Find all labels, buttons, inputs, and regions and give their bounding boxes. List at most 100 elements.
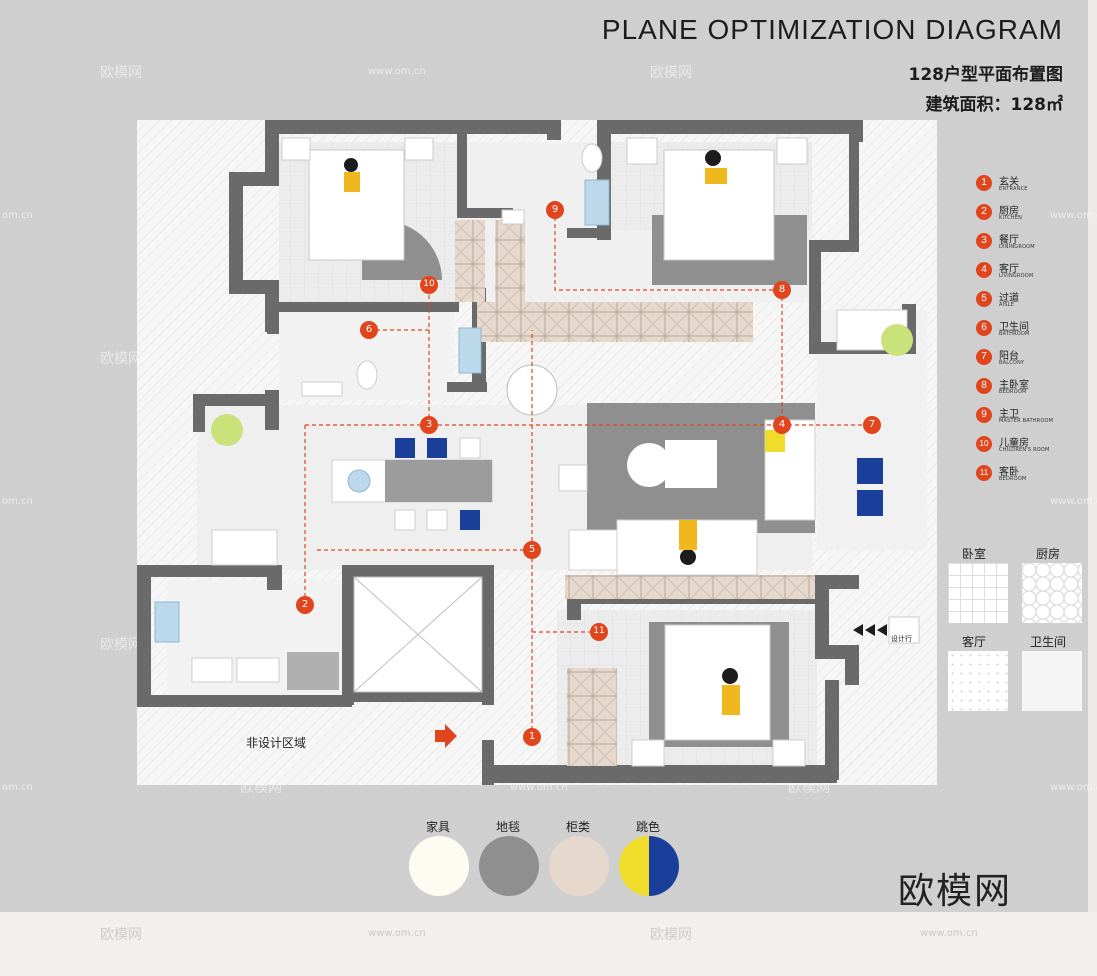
- legend-label-en: ENTRANCE: [999, 186, 1028, 192]
- legend-label-cn: 阳台: [999, 351, 1019, 362]
- design-line-label: 设计行: [891, 635, 912, 643]
- swatch-bedroom-tile: [948, 563, 1008, 623]
- marker-1: [523, 728, 541, 746]
- furniture: [154, 137, 920, 767]
- legend-label-cn: 主卫: [999, 409, 1019, 420]
- material-label-cabinet: 柜类: [566, 820, 591, 834]
- legend-label-en: KITCHEN: [999, 215, 1023, 221]
- legend-number: 2: [976, 204, 992, 220]
- legend-number: 4: [976, 262, 992, 278]
- building-area: 建筑面积：128㎡: [925, 95, 1064, 115]
- legend-item: 11 客卧 BEDROOM: [976, 463, 1086, 493]
- room-markers: [296, 201, 881, 746]
- page-subtitle: 128户型平面布置图: [908, 65, 1064, 85]
- watermark-logo: 欧模网: [650, 65, 692, 81]
- bottom-strip: [0, 912, 1097, 976]
- marker-11: [590, 623, 608, 641]
- floor-plan: [137, 120, 937, 785]
- legend-number: 7: [976, 349, 992, 365]
- legend-number: 11: [976, 465, 992, 481]
- legend-label-cn: 主卧室: [999, 380, 1029, 391]
- walls: [137, 120, 916, 785]
- swatch-bathroom-plain: [1022, 651, 1082, 711]
- legend-label-en: DININGROOM: [999, 244, 1035, 250]
- non-design-area-label: 非设计区域: [246, 736, 307, 750]
- plant-balcony: [881, 324, 913, 356]
- watermark-url: om.cn: [2, 496, 33, 507]
- material-label-furniture: 家具: [426, 820, 451, 834]
- watermark-url: www.om.cn: [920, 928, 978, 939]
- legend-item: 7 阳台 BALCONY: [976, 347, 1086, 377]
- watermark-logo: 欧模网: [100, 351, 142, 367]
- legend-label-cn: 餐厅: [999, 235, 1019, 246]
- marker-9-number: 9: [551, 204, 559, 215]
- material-furniture-circle: [409, 836, 469, 896]
- legend-item: 10 儿童房 CHILDREN'S ROOM: [976, 434, 1086, 464]
- swatch-label-kitchen: 厨房: [1036, 547, 1061, 561]
- legend-item: 8 主卧室 BEDROOM: [976, 376, 1086, 406]
- legend-label-en: BALCONY: [999, 360, 1025, 366]
- marker-3-number: 3: [425, 419, 433, 430]
- plant-dining: [211, 414, 243, 446]
- marker-1-number: 1: [528, 731, 536, 742]
- watermark-url: www.om.cn: [368, 66, 426, 77]
- marker-9: [546, 201, 564, 219]
- marker-11-number: 11: [593, 626, 605, 636]
- watermark-logo: 欧模网: [100, 637, 142, 653]
- marker-7: [863, 416, 881, 434]
- person-couple: [705, 150, 721, 166]
- entrance-arrow: [435, 724, 457, 748]
- material-label-accent: 跳色: [636, 820, 661, 834]
- legend-label-en: BATHROOM: [999, 331, 1030, 337]
- marker-2: [296, 596, 314, 614]
- swatch-label-living: 客厅: [962, 635, 987, 649]
- marker-10: [420, 276, 438, 294]
- legend-item: 9 主卫 MASTER BATHROOM: [976, 405, 1086, 435]
- marker-4-number: 4: [778, 419, 786, 430]
- watermark-url: www.om.cn: [368, 928, 426, 939]
- legend-label-en: CHILDREN'S ROOM: [999, 447, 1050, 453]
- material-carpet-circle: [479, 836, 539, 896]
- marker-6: [360, 321, 378, 339]
- marker-8: [773, 281, 791, 299]
- person-sleeping: [344, 158, 358, 172]
- marker-4: [773, 416, 791, 434]
- marker-3: [420, 416, 438, 434]
- legend-number: 10: [976, 436, 992, 452]
- design-line-arrows: [853, 624, 887, 636]
- marker-5-number: 5: [528, 544, 536, 555]
- legend-item: 2 厨房 KITCHEN: [976, 202, 1086, 232]
- material-label-carpet: 地毯: [496, 820, 521, 834]
- legend-label-en: AISLE: [999, 302, 1015, 308]
- legend-label-cn: 过道: [999, 293, 1019, 304]
- legend-label-en: MASTER BATHROOM: [999, 418, 1054, 424]
- person-reading: [722, 668, 738, 684]
- material-cabinet-circle: [549, 836, 609, 896]
- legend-label-cn: 厨房: [999, 206, 1019, 217]
- page-title: PLANE OPTIMIZATION DIAGRAM: [601, 14, 1063, 45]
- marker-10-number: 10: [423, 279, 435, 289]
- legend-item: 6 卫生间 BATHROOM: [976, 318, 1086, 348]
- swatch-kitchen-hex: [1022, 563, 1082, 623]
- watermark-url: om.cn: [2, 210, 33, 221]
- legend-number: 9: [976, 407, 992, 423]
- legend-label-cn: 玄关: [999, 177, 1019, 188]
- legend-number: 5: [976, 291, 992, 307]
- marker-8-number: 8: [778, 284, 786, 295]
- legend-label-en: BEDROOM: [999, 389, 1027, 395]
- legend-item: 1 玄关 ENTRANCE: [976, 173, 1086, 203]
- watermark-logo: 欧模网: [100, 927, 142, 943]
- legend-label-cn: 儿童房: [999, 438, 1029, 449]
- swatch-label-bathroom: 卫生间: [1030, 635, 1067, 649]
- marker-6-number: 6: [365, 324, 373, 335]
- legend-number: 6: [976, 320, 992, 336]
- legend-item: 3 餐厅 DININGROOM: [976, 231, 1086, 261]
- swatch-living-speckle: [948, 651, 1008, 711]
- legend-number: 1: [976, 175, 992, 191]
- material-accent-circle: [619, 836, 679, 896]
- legend-label-cn: 客卧: [999, 467, 1019, 478]
- watermark-logo: 欧模网: [650, 927, 692, 943]
- watermark-url: www.om.cn: [1050, 210, 1097, 221]
- legend-label-cn: 卫生间: [999, 322, 1029, 333]
- watermark-url: www.om.cn: [1050, 782, 1097, 793]
